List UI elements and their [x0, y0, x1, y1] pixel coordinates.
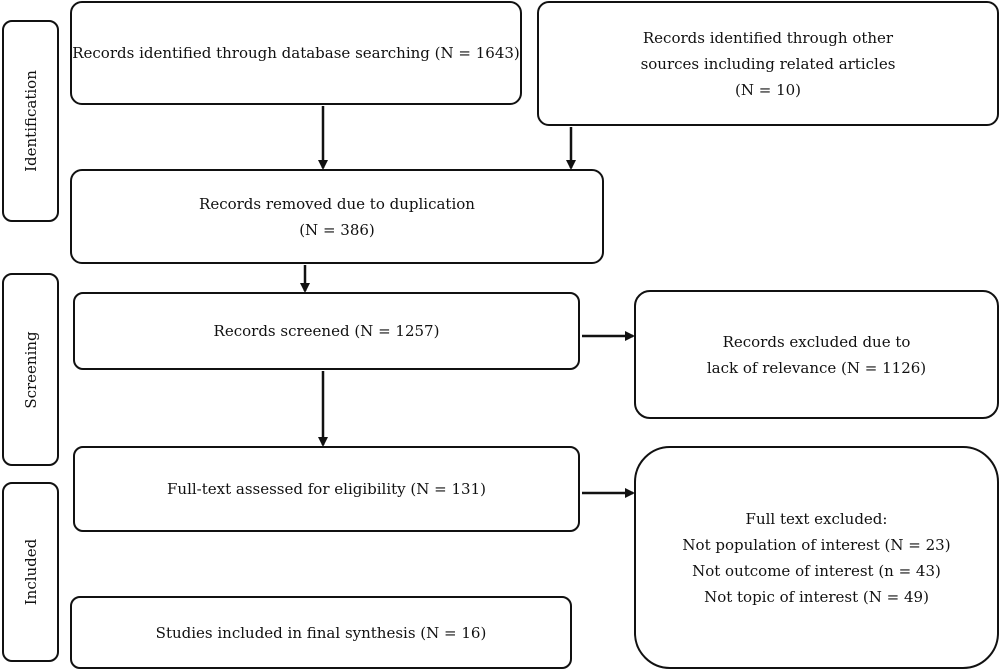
stage-included: Included	[2, 482, 59, 662]
box-fulltext-assessed: Full-text assessed for eligibility (N = …	[73, 446, 580, 532]
box-text-line: lack of relevance (N = 1126)	[706, 358, 927, 377]
box-text-line: (N = 10)	[734, 80, 802, 99]
box-records-screened: Records screened (N = 1257)	[73, 292, 580, 370]
box-text-line: Records screened (N = 1257)	[213, 322, 440, 340]
box-duplicates-removed: Records removed due to duplication (N = 3…	[70, 169, 604, 264]
box-other-sources: Records identified through other sources …	[537, 1, 999, 126]
stage-screening: Screening	[2, 273, 59, 466]
box-text-line: (N = 386)	[299, 220, 375, 239]
box-text-line: Not population of interest (N = 23)	[682, 535, 951, 554]
box-text-line: Records identified through other	[642, 28, 894, 47]
box-text-line: Records identified through database sear…	[72, 44, 520, 62]
box-records-excluded: Records excluded due to lack of relevance…	[634, 290, 999, 419]
box-text-line: Records excluded due to	[722, 332, 911, 351]
box-text-line: Full-text assessed for eligibility (N = …	[167, 480, 486, 498]
box-text-line: Studies included in final synthesis (N =…	[155, 623, 487, 642]
box-text-line: Not topic of interest (N = 49)	[704, 587, 929, 606]
box-text-line: Full text excluded:	[745, 509, 888, 528]
box-database-records: Records identified through database sear…	[70, 1, 522, 105]
stage-identification: Identification	[2, 20, 59, 222]
box-studies-included: Studies included in final synthesis (N =…	[70, 596, 572, 669]
box-text-line: Records removed due to duplication	[199, 194, 475, 213]
box-text-line: Not outcome of interest (n = 43)	[692, 561, 941, 580]
box-fulltext-excluded: Full text excluded: Not population of int…	[634, 446, 999, 669]
box-text-line: sources including related articles	[640, 54, 896, 73]
